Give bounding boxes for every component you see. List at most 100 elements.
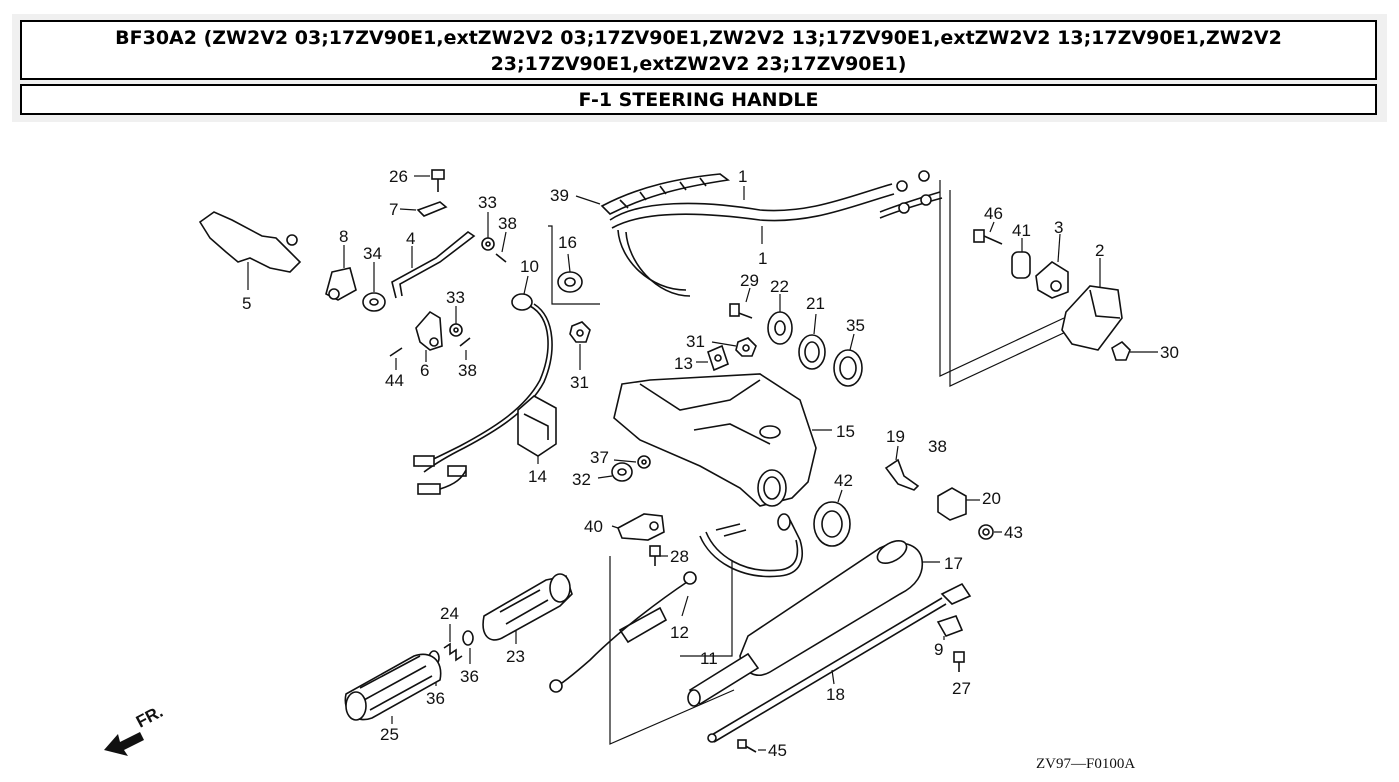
section-title: F-1 STEERING HANDLE <box>20 84 1377 115</box>
part-32-knob <box>597 462 633 482</box>
callout-30: 30 <box>1160 343 1179 362</box>
callout-12: 12 <box>670 623 689 642</box>
part-45-screw <box>737 739 766 753</box>
part-23-throttle-sleeve <box>482 573 573 644</box>
callout-3: 3 <box>1054 218 1063 237</box>
model-title: BF30A2 (ZW2V2 03;17ZV90E1,extZW2V2 03;17… <box>20 20 1377 80</box>
callout-38: 38 <box>928 437 947 456</box>
callout-9: 9 <box>934 640 943 659</box>
part-37-washer <box>613 455 651 469</box>
callout-35: 35 <box>846 316 865 335</box>
part-28-bolt <box>649 545 668 566</box>
callout-24: 24 <box>440 604 459 623</box>
callout-25: 25 <box>380 725 399 744</box>
part-33-washer-upper <box>481 212 495 251</box>
part-35-seal <box>833 333 863 387</box>
part-30-bolt <box>1111 340 1158 361</box>
part-39-sleeve <box>575 173 731 215</box>
callout-11: 11 <box>700 649 718 668</box>
callout-21: 21 <box>806 294 825 313</box>
callout-26: 26 <box>389 167 408 186</box>
callout-36: 36 <box>460 667 479 686</box>
callout-31: 31 <box>570 373 589 392</box>
part-22-plate <box>767 294 793 345</box>
part-19-switch <box>884 445 920 491</box>
callout-1: 1 <box>758 249 767 268</box>
callout-18: 18 <box>826 685 845 704</box>
part-3-link <box>1035 233 1069 299</box>
callout-31: 31 <box>686 332 705 351</box>
callout-37: 37 <box>590 448 609 467</box>
callout-41: 41 <box>1012 221 1031 240</box>
part-29-bolt <box>729 287 753 319</box>
callout-45: 45 <box>768 741 787 760</box>
part-2-bracket <box>1061 258 1123 351</box>
part-41-collar <box>1011 238 1031 279</box>
callout-6: 6 <box>420 361 429 380</box>
part-27-bolt <box>953 651 965 672</box>
part-6-arm <box>415 310 443 362</box>
callout-1: 1 <box>738 167 747 186</box>
part-34-collar <box>362 262 386 312</box>
callout-43: 43 <box>1004 523 1023 542</box>
part-14-switch <box>517 395 557 464</box>
assembly-frame-lines <box>548 180 1071 745</box>
callout-44: 44 <box>385 371 404 390</box>
callout-19: 19 <box>886 427 905 446</box>
callout-16: 16 <box>558 233 577 252</box>
part-13-plate <box>696 344 729 372</box>
part-12-wire <box>549 513 804 693</box>
callout-20: 20 <box>982 489 1001 508</box>
part-26-bolt <box>414 169 445 192</box>
callout-7: 7 <box>389 200 398 219</box>
part-15-handle-housing <box>613 373 832 507</box>
part-33-washer-lower <box>449 306 463 337</box>
callout-46: 46 <box>984 204 1003 223</box>
callout-28: 28 <box>670 547 689 566</box>
part-31-nut-left <box>569 321 591 370</box>
callout-23: 23 <box>506 647 525 666</box>
part-44-pin <box>389 347 403 370</box>
part-5-lever <box>198 211 302 290</box>
callout-38: 38 <box>458 361 477 380</box>
part-1-cables <box>609 170 943 297</box>
part-46-bolt <box>973 221 1003 245</box>
callout-8: 8 <box>339 227 348 246</box>
callout-4: 4 <box>406 229 415 248</box>
part-21-ring <box>798 313 826 370</box>
callout-14: 14 <box>528 467 547 486</box>
part-10-stop-switch <box>413 275 553 495</box>
part-43-nut <box>978 524 1002 540</box>
part-38-pin-lower <box>459 337 471 360</box>
part-9-plate <box>936 615 964 640</box>
part-42-grommet <box>813 489 851 547</box>
callout-33: 33 <box>446 288 465 307</box>
part-4-rod <box>391 231 476 299</box>
part-18-shaft <box>707 582 972 743</box>
callout-38: 38 <box>498 214 517 233</box>
part-17-tiller-tube <box>687 540 940 707</box>
drawing-code: ZV97—F0100A <box>1036 756 1135 772</box>
callout-15: 15 <box>836 422 855 441</box>
part-40-clamp <box>611 513 665 541</box>
callout-22: 22 <box>770 277 789 296</box>
callout-33: 33 <box>478 193 497 212</box>
callout-40: 40 <box>584 517 603 536</box>
callout-36: 36 <box>426 689 445 708</box>
part-7-plate <box>399 201 448 217</box>
part-25-grip <box>344 653 442 724</box>
callout-10: 10 <box>520 257 539 276</box>
callout-17: 17 <box>944 554 963 573</box>
callout-5: 5 <box>242 294 251 313</box>
callout-32: 32 <box>572 470 591 489</box>
part-31-nut-right <box>711 337 757 357</box>
callout-29: 29 <box>740 271 759 290</box>
callout-42: 42 <box>834 471 853 490</box>
part-16-grommet <box>557 253 583 293</box>
part-36-washer-right <box>462 630 474 664</box>
part-8-bracket <box>325 245 357 301</box>
callout-13: 13 <box>674 354 693 373</box>
callout-34: 34 <box>363 244 382 263</box>
callout-2: 2 <box>1095 241 1104 260</box>
part-20-block <box>937 487 980 521</box>
